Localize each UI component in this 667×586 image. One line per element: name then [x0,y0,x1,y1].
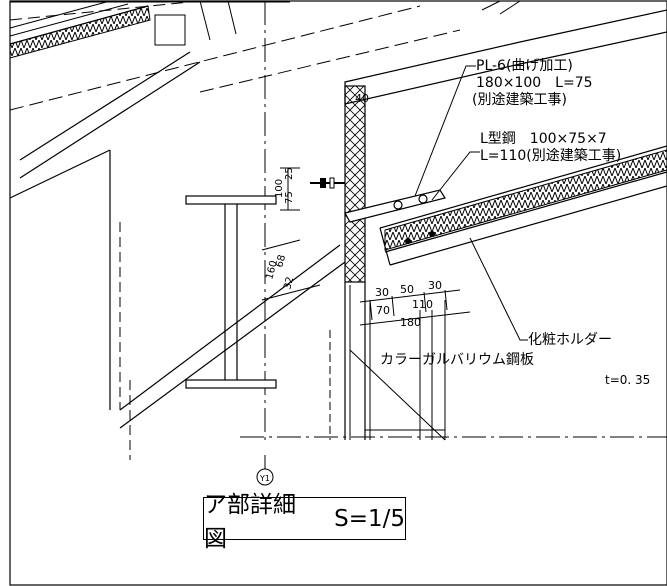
dim-25: 25 [284,167,295,180]
grid-axis-marker [256,468,274,486]
dim-160: 160 [264,259,280,280]
dimension-lines [261,167,471,326]
anchor-bolt [310,177,345,189]
grid-axis-label: Y1 [259,474,270,483]
lower-wall [329,282,446,441]
upper-roof [9,0,521,111]
dim-75: 75 [284,191,295,204]
angle-callout-line1: L型鋼 100×75×7 [480,131,607,147]
holder-callout-line2: カラーガルバリウム鋼板 [380,352,534,368]
drawing-scale: S=1/5 [334,505,405,532]
dim-40: 40 [355,92,369,105]
pl6-callout-line2: 180×100 L=75 [476,75,593,91]
h-beam-column [185,195,277,389]
dim-70: 70 [376,304,390,317]
dim-32: 32 [282,276,296,291]
pl6-callout-line3: (別途建築工事) [472,91,567,108]
sloped-roof [379,145,667,266]
drawing-frame [9,0,667,586]
dim-110: 110 [412,298,433,311]
angle-callout-line2: L=110(別途建築工事) [480,147,621,164]
drawing-title-box: ア部詳細図 S=1/5 [203,492,406,552]
drawing-title: ア部詳細図 [204,491,296,552]
holder-callout-line1: 化粧ホルダー [528,332,612,348]
leader-lines [414,65,528,341]
pl6-callout-line1: PL-6(曲げ加工) [476,58,573,74]
insulation-strip [344,85,366,283]
dim-180: 180 [400,316,421,329]
dim-68: 68 [274,254,288,269]
holder-callout-line3: t=0. 35 [605,373,650,387]
dim-30a: 30 [375,286,389,299]
diagonal-brace [19,51,346,429]
dim-50: 50 [400,283,414,296]
dim-30b: 30 [428,279,442,292]
dim-100: 100 [274,179,285,198]
